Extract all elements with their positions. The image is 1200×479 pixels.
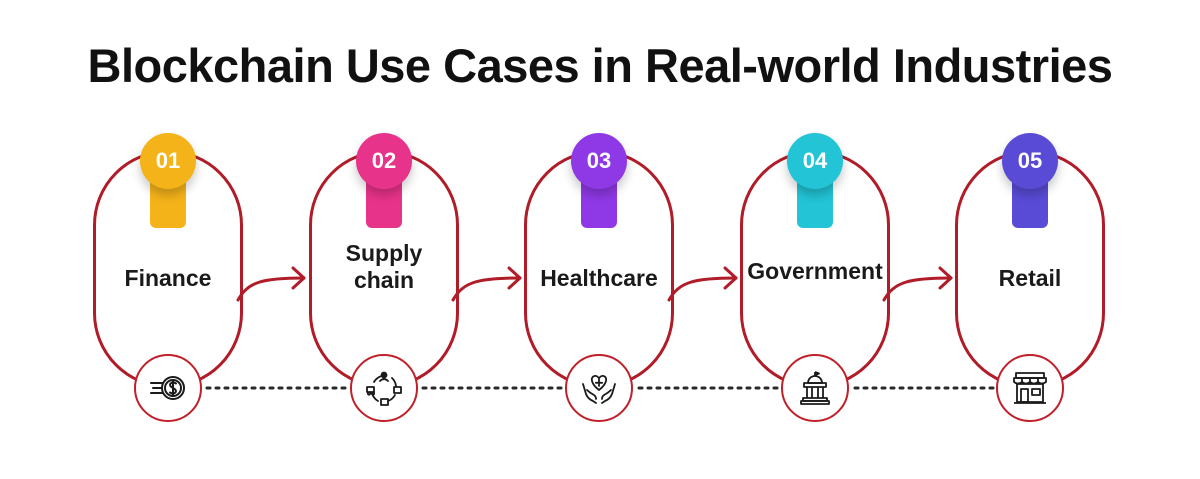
arrowhead-1-2: [291, 266, 306, 290]
supply-chain-cycle-icon: [366, 371, 402, 406]
step-1-badge: 01: [140, 133, 196, 189]
step-2-label: Supply chain: [299, 240, 469, 294]
hands-heart-icon: [582, 375, 616, 404]
step-3-badge: 03: [571, 133, 627, 189]
step-5-icon-circle: [996, 354, 1064, 422]
step-2-icon-circle: [350, 354, 418, 422]
step-4-badge: 04: [787, 133, 843, 189]
step-2-label-text: Supply chain: [345, 240, 423, 293]
government-building-icon: [800, 371, 830, 405]
step-5-badge: 05: [1002, 133, 1058, 189]
step-1-label: Finance: [124, 265, 212, 291]
storefront-icon: [1013, 372, 1047, 404]
arrowhead-4-5: [938, 266, 953, 290]
step-4-label: Government: [747, 258, 883, 284]
step-4-icon-circle: [781, 354, 849, 422]
step-2-badge: 02: [356, 133, 412, 189]
step-3-label: Healthcare: [540, 265, 658, 291]
arrow-4-5: [882, 276, 953, 302]
step-5-label: Retail: [998, 265, 1062, 291]
arrowhead-2-3: [507, 266, 522, 290]
arrow-2-3: [451, 276, 522, 302]
step-3-icon-circle: [565, 354, 633, 422]
dollar-coin-icon: [150, 376, 185, 400]
arrowhead-3-4: [723, 266, 738, 290]
page-title: Blockchain Use Cases in Real-world Indus…: [87, 39, 1113, 92]
step-1-icon-circle: [134, 354, 202, 422]
